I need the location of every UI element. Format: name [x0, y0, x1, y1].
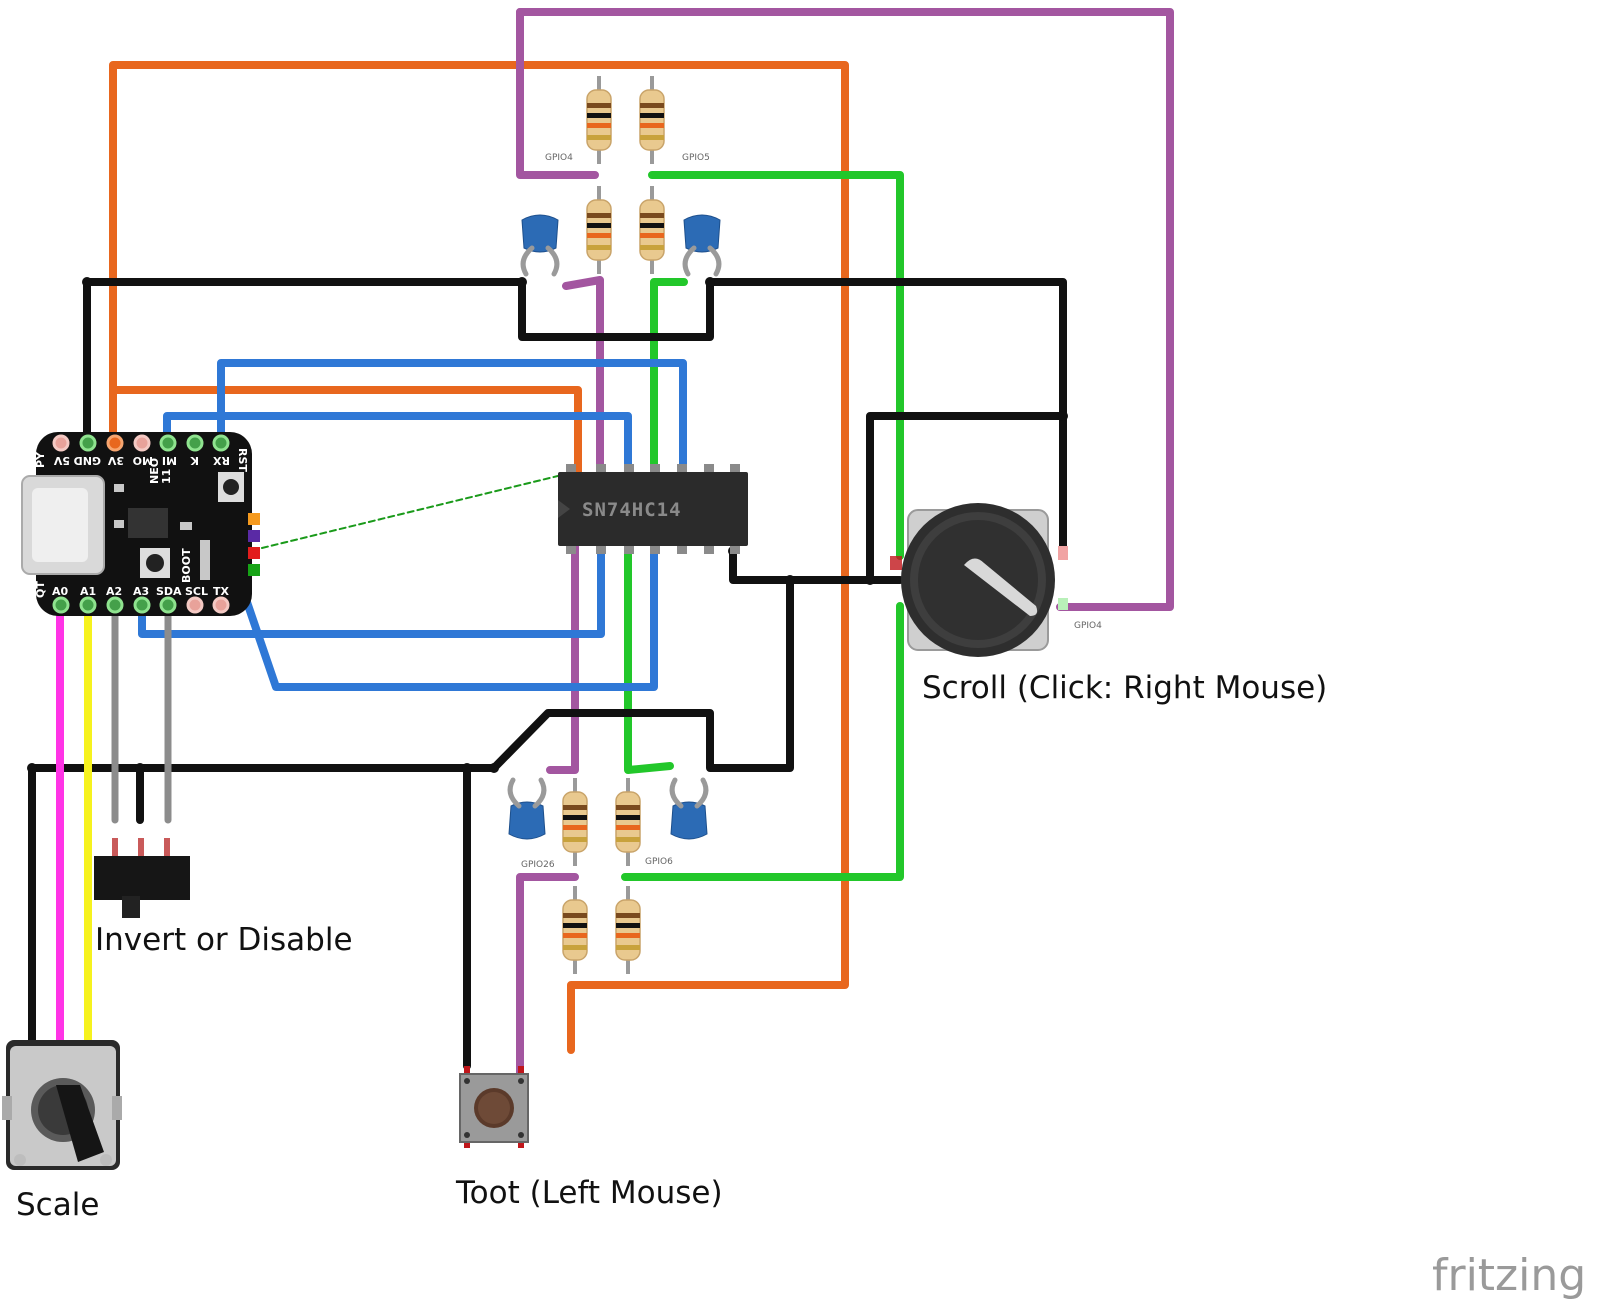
wire-green: [621, 171, 904, 881]
wire-purple: [516, 8, 1174, 1084]
label-scroll: Scroll (Click: Right Mouse): [922, 670, 1327, 706]
svg-text:PY: PY: [34, 451, 47, 468]
svg-text:3V: 3V: [107, 454, 124, 467]
svg-text:A3: A3: [133, 585, 149, 598]
wire-gray: [111, 600, 172, 824]
ic-sn74hc14: SN74HC14: [558, 464, 748, 554]
svg-text:11: 11: [160, 469, 173, 484]
svg-text:MO: MO: [133, 454, 153, 467]
svg-text:RST: RST: [236, 448, 249, 472]
wire-orange: [109, 61, 849, 1054]
svg-text:RX: RX: [213, 454, 230, 467]
svg-text:A1: A1: [80, 585, 96, 598]
svg-text:A2: A2: [106, 585, 122, 598]
bottom-pin-labels: A0 A1 A2 A3 SDA SCL TX: [52, 585, 230, 598]
slide-switch-icon: [94, 838, 190, 918]
gpio-label-bottom-left: GPIO26: [521, 860, 555, 870]
gpio-label-encoder: GPIO4: [1074, 621, 1102, 631]
qt-py-board: 5V GND 3V MO MI K RX A0 A1 A2 A3 SDA SCL…: [21, 432, 260, 616]
chip-label: SN74HC14: [582, 499, 682, 521]
wire-black: [28, 278, 1067, 1070]
svg-text:5V: 5V: [53, 454, 70, 467]
label-toot: Toot (Left Mouse): [455, 1175, 723, 1211]
svg-text:A0: A0: [52, 585, 69, 598]
svg-text:MI: MI: [162, 454, 177, 467]
label-scale: Scale: [16, 1187, 99, 1223]
gpio-label-top-left: GPIO4: [545, 153, 573, 163]
svg-text:K: K: [190, 454, 199, 467]
gpio-label-top-right: GPIO5: [682, 153, 710, 163]
wire-junctions: [27, 277, 1068, 773]
potentiometer-icon: [2, 1040, 122, 1170]
top-pin-labels: 5V GND 3V MO MI K RX: [53, 454, 230, 467]
svg-text:TX: TX: [213, 585, 230, 598]
svg-text:GND: GND: [74, 454, 101, 467]
svg-text:SDA: SDA: [156, 585, 182, 598]
label-invert: Invert or Disable: [95, 922, 353, 958]
usb-c-connector-icon: [21, 475, 105, 575]
svg-text:QT: QT: [34, 581, 47, 598]
svg-text:SCL: SCL: [185, 585, 208, 598]
fritzing-logo: fritzing: [1432, 1250, 1586, 1299]
gpio-label-bottom-right: GPIO6: [645, 857, 673, 867]
svg-text:BOOT: BOOT: [180, 548, 193, 583]
svg-text:NEO: NEO: [148, 458, 161, 484]
tactile-button-icon: [459, 1066, 529, 1148]
rotary-encoder-icon: [890, 503, 1068, 657]
wire-dashed-link: [261, 473, 567, 549]
